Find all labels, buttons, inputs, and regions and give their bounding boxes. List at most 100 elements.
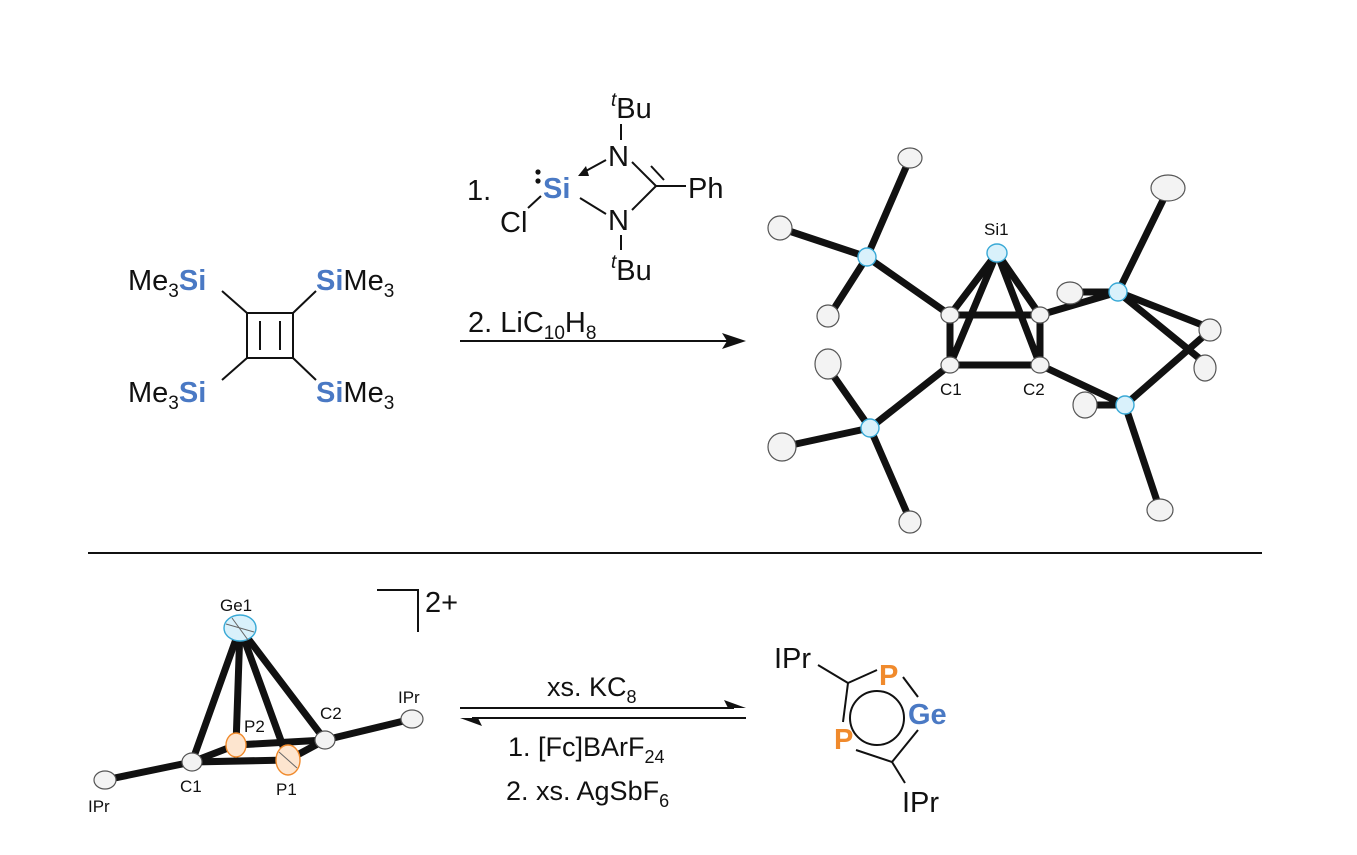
bond — [221, 357, 248, 381]
carbon-ellipsoid — [897, 147, 923, 169]
carbon-ellipsoid — [767, 215, 793, 241]
silylene-ph: Ph — [688, 173, 723, 205]
bond — [579, 197, 607, 215]
bond — [631, 185, 657, 211]
atom-label-c1: C1 — [180, 777, 202, 796]
silylene-cl: Cl — [500, 207, 527, 239]
atom-label-si1: Si1 — [984, 220, 1009, 239]
carbon-ellipsoid — [93, 770, 117, 790]
bond — [866, 361, 954, 432]
bond — [232, 624, 244, 749]
bond — [631, 161, 657, 187]
carbon-ellipsoid — [898, 510, 922, 534]
reverse-reagent-step-2: 2. xs. AgSbF6 — [506, 776, 669, 811]
bond — [292, 290, 317, 314]
atom-label-ipr-right: IPr — [398, 688, 420, 707]
bond — [817, 664, 849, 684]
reverse-arrow-head — [460, 718, 482, 726]
bond — [527, 195, 542, 209]
ring-ipr-bottom: IPr — [902, 787, 939, 819]
sime3-bottom-right: SiMe3 — [316, 377, 394, 414]
reaction-arrow-head — [722, 333, 746, 349]
reverse-reagent-step-1: 1. [Fc]BArF24 — [508, 732, 665, 767]
bond — [847, 669, 878, 684]
carbon-ellipsoid — [767, 432, 797, 462]
ring-p-bottom: P — [834, 724, 853, 756]
silicon-ellipsoid — [1115, 395, 1135, 415]
carbon-ellipsoid — [816, 304, 840, 328]
atom-label-c2: C2 — [1023, 380, 1045, 399]
bond — [946, 249, 1001, 369]
ellipsoid-hatch — [231, 617, 249, 641]
atom-label-ge1: Ge1 — [220, 596, 252, 615]
carbon-ellipsoid — [1072, 391, 1098, 419]
silylene-n-top: N — [608, 141, 629, 173]
arrowhead — [578, 166, 589, 176]
me3si-bottom-left: Me3Si — [128, 377, 206, 414]
aromatic-circle — [849, 690, 905, 746]
silicon-ellipsoid — [860, 418, 880, 438]
lone-pair-dot — [535, 178, 541, 184]
bond — [1114, 186, 1172, 296]
bond — [891, 761, 906, 784]
bond — [232, 736, 329, 749]
ellipsoid-hatch — [278, 751, 298, 769]
carbon-ellipsoid — [314, 730, 336, 750]
ellipsoid-hatch — [225, 623, 255, 633]
silylene-si: Si — [543, 173, 570, 205]
silicon-ellipsoid — [1108, 282, 1128, 302]
ortep-dication: Ge1 P2 C2 IPr C1 P1 IPr 2+ — [88, 587, 458, 816]
ring-p-top: P — [879, 660, 898, 692]
dative-bond-arrow — [583, 159, 607, 173]
charge-bracket — [377, 589, 419, 632]
carbon-ellipsoid — [1030, 356, 1050, 374]
bond — [863, 154, 914, 261]
silicon-ellipsoid — [857, 247, 877, 267]
atom-label-c2: C2 — [320, 704, 342, 723]
step-2-reagent: 2. LiC10H8 — [468, 307, 596, 344]
bond — [1036, 361, 1129, 409]
atom-label-c1: C1 — [940, 380, 962, 399]
bond — [842, 682, 849, 723]
cyclobutene-ring — [246, 312, 294, 359]
forward-reagent: xs. KC8 — [547, 672, 637, 707]
bond — [863, 253, 954, 319]
carbon-ellipsoid — [1193, 354, 1217, 382]
carbon-ellipsoid — [1198, 318, 1222, 342]
bond — [866, 424, 914, 524]
silylene-n-bottom: N — [608, 205, 629, 237]
ring-ipr-top: IPr — [774, 643, 811, 675]
bond — [1121, 401, 1164, 514]
carbon-ellipsoid — [814, 348, 842, 380]
atom-label-p1: P1 — [276, 780, 297, 799]
sime3-top-right: SiMe3 — [316, 265, 394, 302]
bond — [236, 624, 329, 744]
bond — [776, 224, 871, 261]
bond — [1036, 288, 1122, 319]
ortep-product-top: Si1 C1 C2 — [767, 147, 1222, 534]
diphosphagermole-ring: IPr IPr P P Ge — [774, 643, 947, 819]
bond — [188, 624, 244, 766]
me3si-top-left: Me3Si — [128, 265, 206, 302]
bond — [221, 290, 248, 314]
bond — [891, 729, 919, 763]
tbu-top: tBu — [611, 90, 652, 125]
carbon-ellipsoid — [940, 306, 960, 324]
bond — [778, 424, 874, 451]
carbon-ellipsoid — [400, 709, 424, 729]
cyclobutadiene-reactant: Me3Si SiMe3 Me3Si SiMe3 — [128, 265, 394, 414]
bond — [993, 249, 1044, 369]
bond — [902, 676, 919, 698]
carbon-ellipsoid — [940, 356, 960, 374]
bond — [321, 715, 416, 744]
forward-arrow-head — [724, 700, 746, 708]
carbon-ellipsoid — [1150, 174, 1186, 202]
bond — [101, 758, 196, 784]
step-1-label: 1. — [467, 175, 491, 207]
phosphorus-ellipsoid — [225, 732, 247, 758]
carbon-ellipsoid — [1030, 306, 1050, 324]
ring-ge: Ge — [908, 699, 947, 731]
bond — [188, 756, 292, 766]
bond — [1114, 288, 1209, 367]
